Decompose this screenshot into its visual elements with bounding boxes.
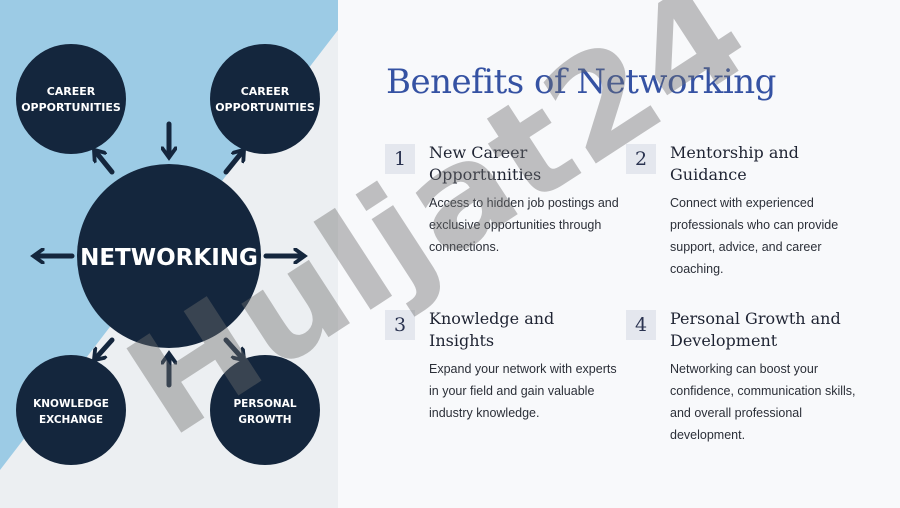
node-knowledge-exchange: [16, 355, 126, 465]
networking-diagram: CAREER OPPORTUNITIES CAREER OPPORTUNITIE…: [0, 0, 338, 470]
benefit-number: 4: [626, 310, 656, 340]
node-career-opportunities-2: [210, 44, 320, 154]
benefit-title: New Career Opportunities: [429, 143, 542, 184]
node-networking-center: [77, 164, 261, 348]
node-2-label-line2: OPPORTUNITIES: [215, 101, 315, 114]
node-4-label-line1: PERSONAL: [233, 398, 296, 410]
benefit-title: Mentorship and Guidance: [670, 143, 799, 184]
node-3-label-line2: EXCHANGE: [39, 414, 103, 426]
node-1-label-line1: CAREER: [47, 85, 96, 98]
benefit-number: 1: [385, 144, 415, 174]
node-4-label-line2: GROWTH: [238, 414, 291, 426]
arrow-bottom-right: [223, 337, 243, 359]
node-career-opportunities-1: [16, 44, 126, 154]
benefit-number: 3: [385, 310, 415, 340]
node-3-label-line1: KNOWLEDGE: [33, 398, 109, 410]
node-2-label-line1: CAREER: [241, 85, 290, 98]
arrow-bottom-left: [95, 337, 115, 359]
benefit-description: Access to hidden job postings and exclus…: [429, 196, 619, 254]
center-label: NETWORKING: [80, 245, 258, 271]
benefit-number: 2: [626, 144, 656, 174]
node-personal-growth: [210, 355, 320, 465]
benefit-description: Expand your network with experts in your…: [429, 362, 617, 420]
benefit-description: Networking can boost your confidence, co…: [670, 362, 856, 442]
benefit-description: Connect with experienced professionals w…: [670, 196, 839, 276]
arrow-top-right: [223, 151, 243, 175]
page-title: Benefits of Networking: [386, 62, 776, 102]
networking-diagram-panel: CAREER OPPORTUNITIES CAREER OPPORTUNITIE…: [0, 0, 338, 508]
benefit-title: Personal Growth and Development: [670, 309, 841, 350]
node-1-label-line2: OPPORTUNITIES: [21, 101, 121, 114]
arrow-top-left: [95, 151, 115, 175]
benefit-title: Knowledge and Insights: [429, 309, 555, 350]
